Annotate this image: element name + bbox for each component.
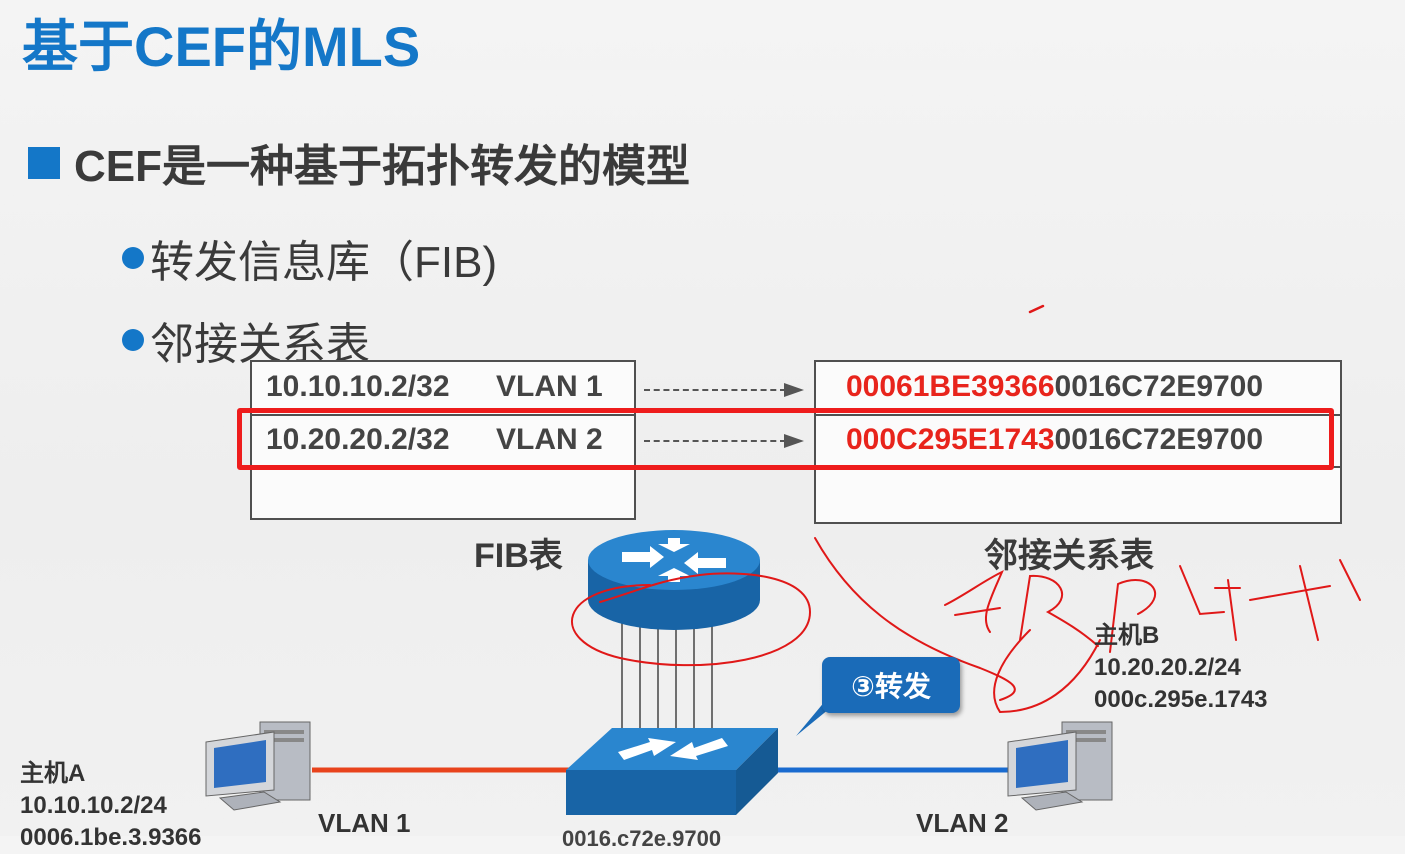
host-b-info: 主机B 10.20.20.2/24 000c.295e.1743 <box>1094 620 1268 716</box>
host-a-name: 主机A <box>20 758 202 790</box>
host-a-mac: 0006.1be.3.9366 <box>20 822 202 854</box>
forward-callout: ③转发 <box>822 657 960 713</box>
switch-mac-label: 0016.c72e.9700 <box>562 826 721 852</box>
router-switch-wires <box>622 620 712 735</box>
host-b-ip: 10.20.20.2/24 <box>1094 652 1268 684</box>
host-a-ip: 10.10.10.2/24 <box>20 790 202 822</box>
callout-label: ③转发 <box>851 665 931 705</box>
pc-icon <box>206 722 310 810</box>
host-b-mac: 000c.295e.1743 <box>1094 684 1268 716</box>
host-a-info: 主机A 10.10.10.2/24 0006.1be.3.9366 <box>20 758 202 854</box>
host-b-name: 主机B <box>1094 620 1268 652</box>
vlan1-label: VLAN 1 <box>318 808 410 839</box>
vlan2-label: VLAN 2 <box>916 808 1008 839</box>
switch-icon <box>566 728 778 815</box>
pc-icon <box>1008 722 1112 810</box>
